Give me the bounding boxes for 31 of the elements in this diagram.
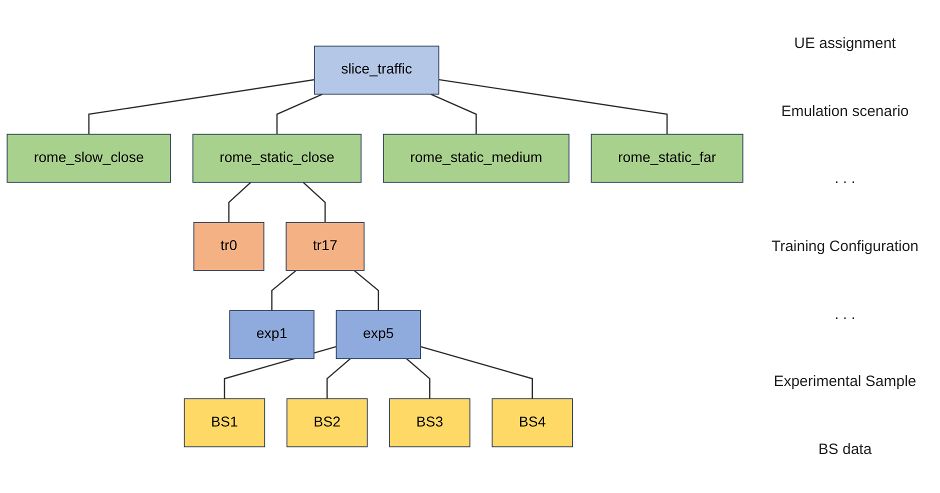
connector [420,346,533,399]
node-box: exp1 [229,310,314,360]
node-box: slice_traffic [314,46,440,95]
node-box: tr0 [193,222,264,271]
level-label: Emulation scenario [780,102,910,120]
node-box: BS2 [286,398,368,448]
node-box: BS4 [492,398,573,448]
connector [302,182,326,222]
node-box: rome_static_medium [382,134,570,183]
node-box: rome_static_far [590,134,744,183]
connector [438,79,668,134]
level-label: UE assignment [793,35,897,52]
node-box: BS1 [184,398,266,448]
level-label: Training Configuration [770,238,920,255]
level-label: . . . [834,170,856,188]
node-box: BS3 [389,398,470,448]
connector [354,270,380,311]
connector [326,358,351,399]
connector [276,94,323,134]
node-box: exp5 [336,310,422,360]
connector [406,358,430,399]
level-label: BS data [817,440,873,458]
node-box: tr17 [286,222,365,271]
connector [228,182,252,222]
connector [88,79,314,134]
node-box: rome_static_close [192,134,362,183]
node-box: rome_slow_close [6,134,172,183]
level-label: Experimental Sample [772,373,918,390]
connector [430,94,477,134]
connector [271,270,296,311]
level-label: . . . [834,306,856,323]
